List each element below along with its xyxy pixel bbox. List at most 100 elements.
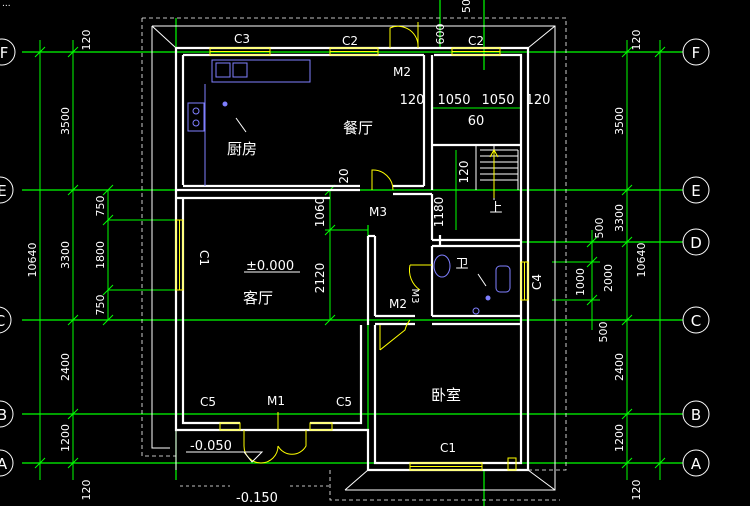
label-m2-b: M2 [389, 297, 407, 311]
window-c5-b [309, 422, 333, 431]
axis-bubble-b-right [682, 400, 710, 428]
interior-dimension-text: 120 1050 1050 120 60 120 1180 1060 20 21… [313, 93, 550, 293]
dim-2120: 2120 [313, 263, 327, 294]
right-dimension-lines [552, 40, 666, 480]
dim-left-total: 10640 [26, 243, 39, 278]
axis-bubble-a-left [0, 449, 14, 477]
axis-bubble-c-left [0, 306, 12, 334]
dim-right-bc: 2400 [613, 353, 626, 381]
axis-bubbles-left [0, 38, 16, 477]
dim-left-ce: 3300 [59, 241, 72, 269]
interior-dimension-lines [324, 107, 522, 326]
dim-right-top: 120 [630, 30, 643, 51]
dim-20: 20 [337, 168, 351, 183]
label-c1-left: C1 [197, 250, 211, 266]
dim-left-ef: 3500 [59, 107, 72, 135]
dim-right-ab: 1200 [613, 424, 626, 452]
axis-label-e-right: E [691, 182, 700, 200]
doors [243, 22, 432, 464]
dim-top-b: 50 [460, 0, 473, 13]
dim-left-top: 120 [80, 30, 93, 51]
axis-bubble-e-right [682, 176, 710, 204]
dim-stair-depth: 60 [468, 114, 485, 129]
toilet-icon [495, 265, 511, 293]
dim-right-inner-b: 1000 [574, 268, 587, 296]
dim-right-ef: 3500 [613, 107, 626, 135]
label-m3: M3 [369, 205, 387, 219]
dim-top-a: 600 [434, 24, 447, 45]
dim-left-ab: 1200 [59, 424, 72, 452]
axis-label-b-right: B [691, 406, 701, 424]
elevation-markers [186, 271, 300, 463]
kitchen-counter [211, 59, 311, 83]
door-bedroom [379, 319, 411, 351]
dim-left-inner-c: 750 [94, 295, 107, 316]
label-m3-b: M3 [409, 289, 420, 304]
fixtures [187, 59, 511, 315]
dim-right-ce: 3300 [613, 204, 626, 232]
dim-1060: 1060 [313, 197, 327, 228]
eave-outline [151, 25, 556, 491]
room-kitchen: 厨房 [227, 140, 257, 158]
axis-bubble-e-left [0, 176, 14, 204]
stair-arrow [489, 148, 499, 198]
axis-label-a-right: A [691, 455, 702, 473]
axis-label-c-left: C [0, 312, 5, 330]
right-dimension-text: 10640 3500 3300 2400 1200 120 120 500 10… [574, 30, 648, 501]
axis-label-b-left: B [0, 406, 7, 424]
axis-bubble-f-right [682, 38, 710, 66]
window-labels: C3 C2 C2 C1 C4 C5 C5 C1 [197, 32, 544, 455]
label-c4: C4 [530, 274, 544, 290]
dim-stair-w1: 1050 [437, 93, 470, 108]
basin-icon [433, 254, 451, 278]
windows [175, 47, 529, 471]
stove-icon [187, 102, 205, 132]
axis-label-c-right: C [691, 312, 701, 330]
room-bedroom: 卧室 [431, 386, 461, 404]
axis-bubble-c-right [682, 306, 710, 334]
top-dimension-text: 600 50 [434, 0, 473, 45]
door-labels: M1 M2 M3 M2 M3 [267, 65, 420, 408]
elevation-ground: -0.150 [236, 491, 278, 506]
label-c1-bottom: C1 [440, 441, 456, 455]
door-m3-swing [371, 169, 394, 191]
dim-right-inner-d: 500 [597, 322, 610, 343]
dim-stair-right: 120 [526, 93, 551, 108]
window-c5-a [219, 422, 241, 431]
elevation-main: ±0.000 [246, 259, 294, 274]
axis-label-f-right: F [692, 44, 701, 62]
label-c2-a: C2 [342, 34, 358, 48]
door-m2-swing [389, 25, 419, 49]
stairs [475, 145, 519, 200]
door-m1-swing [243, 430, 279, 464]
label-c3: C3 [234, 32, 250, 46]
axis-labels: F E C B A F E D C B A [0, 44, 702, 473]
dim-left-inner-a: 750 [94, 196, 107, 217]
elevation-porch: -0.050 [190, 439, 232, 454]
label-m1: M1 [267, 394, 285, 408]
dim-stair-w2: 1050 [481, 93, 514, 108]
axis-bubble-a-right [682, 449, 710, 477]
left-dimension-lines [34, 40, 176, 480]
room-dining: 餐厅 [343, 119, 373, 137]
dim-right-total: 10640 [635, 243, 648, 278]
dim-right-inner-c: 2000 [602, 264, 615, 292]
room-labels: 厨房 餐厅 客厅 卫 卧室 上 [227, 119, 503, 404]
floor-drain-marks [235, 117, 487, 287]
dim-corridor-1180: 1180 [432, 197, 446, 228]
dim-left-bottom: 120 [80, 480, 93, 501]
label-c5-b: C5 [336, 395, 352, 409]
label-m2: M2 [393, 65, 411, 79]
axis-bubble-f-left [0, 38, 16, 66]
header-fragment: ... [2, 0, 11, 9]
axis-label-d-right: D [690, 234, 702, 252]
axis-label-e-left: E [0, 182, 7, 200]
elevation-labels: ±0.000 -0.050 -0.150 [190, 259, 294, 506]
left-dimension-text: 10640 3500 3300 2400 1200 120 120 750 18… [26, 30, 107, 501]
axis-label-a-left: A [0, 455, 8, 473]
axis-bubble-b-left [0, 400, 14, 428]
stair-up-label: 上 [489, 201, 502, 216]
sink-icon [215, 62, 231, 78]
axis-bubble-d-right [682, 228, 710, 256]
